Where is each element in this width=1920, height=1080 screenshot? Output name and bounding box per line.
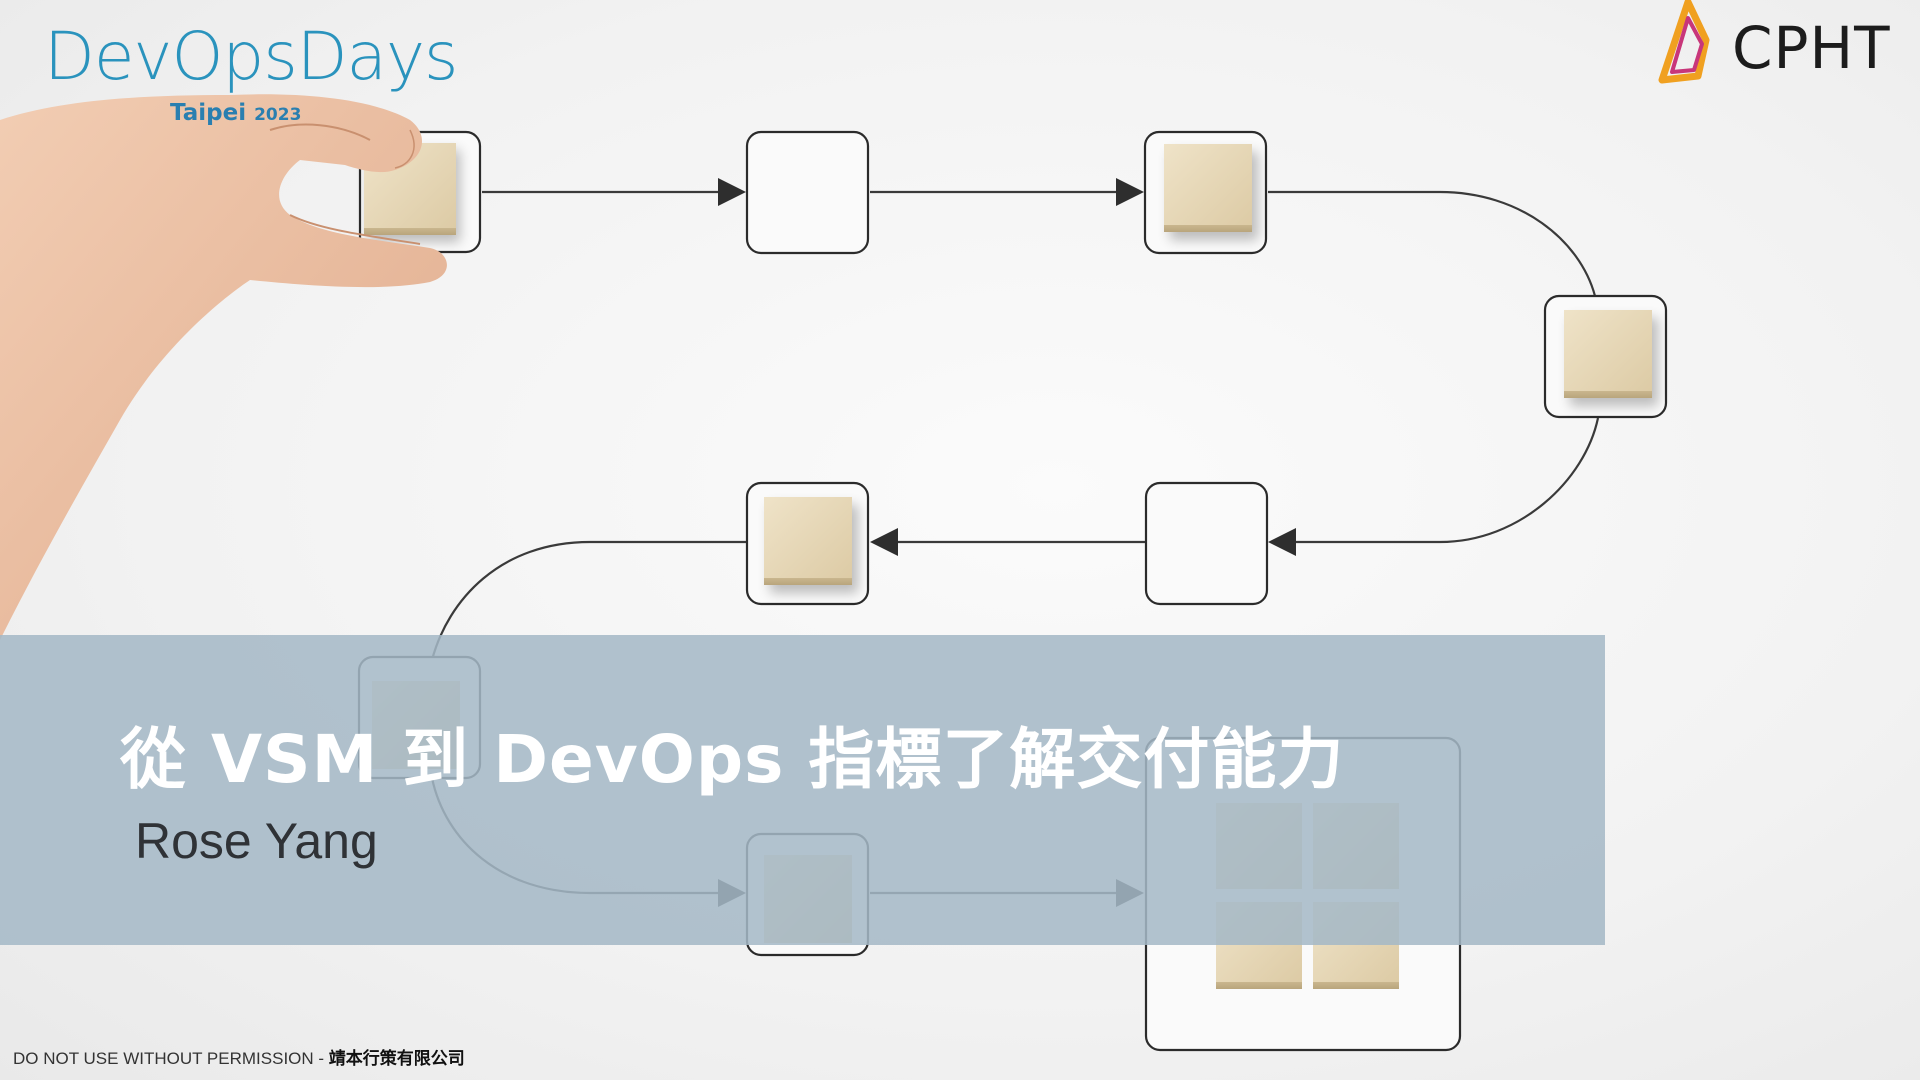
devopsdays-wordmark: DevOpsDays [44, 18, 458, 95]
copyright-footer: DO NOT USE WITHOUT PERMISSION - 靖本行策有限公司 [13, 1044, 465, 1069]
title-banner [0, 635, 1605, 945]
devopsdays-logo: DevOpsDays Taipei 2023 [44, 18, 458, 127]
company-name: 靖本行策有限公司 [328, 1049, 465, 1068]
devopsdays-year: 2023 [254, 105, 302, 125]
speaker-name: Rose Yang [135, 813, 378, 869]
permission-notice: DO NOT USE WITHOUT PERMISSION - [13, 1049, 329, 1068]
cpht-wordmark: CPHT [1732, 14, 1891, 82]
devopsdays-city: Taipei [170, 100, 247, 126]
cpht-mark-icon [1658, 0, 1710, 84]
devopsdays-edition: Taipei 2023 [170, 100, 301, 126]
slide-title: 從 VSM 到 DevOps 指標了解交付能力 [120, 721, 1345, 798]
cpht-logo: CPHT [1658, 0, 1908, 90]
hand-icon [0, 94, 447, 641]
